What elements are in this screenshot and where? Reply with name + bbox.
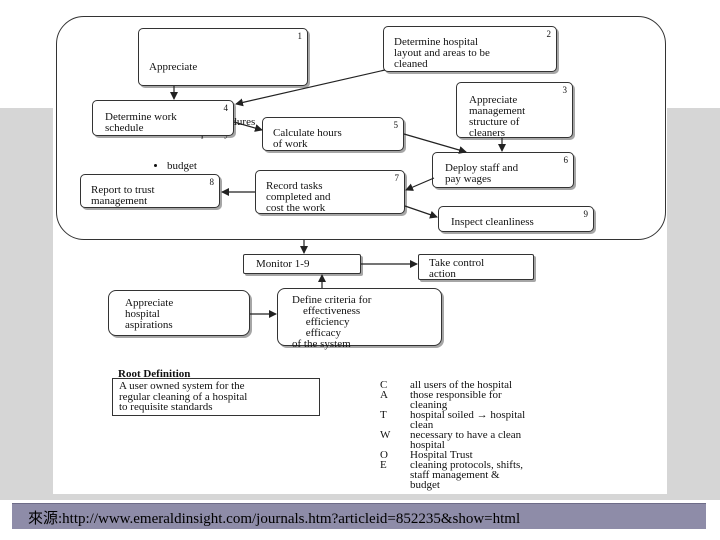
box-text: Appreciate management structure of clean… — [469, 94, 526, 139]
box-appreciate-aspirations: Appreciate hospital aspirations — [108, 290, 250, 336]
root-definition-title: Root Definition — [118, 368, 191, 380]
box-number: 1 — [297, 31, 303, 41]
catwoe-row: C all users of the hospital — [380, 379, 525, 391]
catwoe-row: O Hospital Trust — [380, 449, 525, 461]
arrow-5-to-6 — [403, 133, 467, 154]
box-number: 8 — [209, 177, 215, 187]
box-determine-layout: 2 Determine hospital layout and areas to… — [383, 26, 557, 72]
box-number: 7 — [394, 173, 400, 183]
box-calculate-hours: 5 Calculate hours of work — [262, 117, 404, 151]
catwoe-letter: W — [380, 429, 391, 441]
root-definition-box: A user owned system for the regular clea… — [112, 378, 320, 416]
catwoe-text: Hospital Trust — [410, 449, 473, 461]
catwoe-letter: E — [380, 459, 387, 471]
box-text: Determine hospital layout and areas to b… — [394, 36, 490, 70]
arrow-6-to-7 — [405, 177, 435, 191]
box-record-tasks: 7 Record tasks completed and cost the wo… — [255, 170, 405, 214]
box-number: 2 — [546, 29, 552, 39]
box-text: Record tasks completed and cost the work — [266, 180, 331, 214]
box-number: 6 — [563, 155, 569, 165]
box-define-criteria: Define criteria for effectiveness effici… — [277, 288, 442, 350]
box-number: 3 — [562, 85, 568, 95]
box-work-schedule: 4 Determine work schedule — [92, 100, 234, 136]
catwoe-row: T hospital soiled → hospital clean — [380, 409, 526, 431]
catwoe-letter: O — [380, 449, 388, 461]
box-inspect-cleanliness: 9 Inspect cleanliness — [438, 206, 594, 232]
catwoe-text: cleaning protocols, shifts, staff manage… — [410, 459, 524, 491]
box-title: Appreciate — [149, 61, 198, 73]
root-definition-text: A user owned system for the regular clea… — [119, 380, 248, 413]
catwoe-row: A those responsible for cleaning — [380, 389, 525, 411]
box-text: Determine work schedule — [105, 111, 177, 134]
arrow-7-to-9 — [404, 205, 438, 219]
box-number: 5 — [393, 120, 399, 130]
catwoe-letter: C — [380, 379, 388, 391]
arrow-2-to-4 — [235, 69, 386, 107]
box-report-trust: 8 Report to trust management — [80, 174, 220, 208]
box-text: Calculate hours of work — [273, 127, 342, 150]
box-text: Report to trust management — [91, 184, 155, 207]
source-caption-bar: 來源:http://www.emeraldinsight.com/journal… — [12, 503, 706, 529]
box-text: Take control action — [429, 257, 485, 280]
box-monitor: Monitor 1-9 — [243, 254, 361, 274]
box-number: 9 — [583, 209, 589, 219]
box-text: Define criteria for effectiveness effici… — [292, 294, 372, 350]
catwoe-text: hospital soiled → hospital clean — [410, 409, 526, 431]
catwoe-text: all users of the hospital — [410, 379, 513, 391]
bullet-item: budget — [167, 161, 255, 172]
catwoe-list: C all users of the hospital A those resp… — [380, 379, 526, 491]
box-text: Appreciate hospital aspirations — [125, 297, 174, 331]
catwoe-letter: A — [380, 389, 388, 401]
catwoe-row: E cleaning protocols, shifts, staff mana… — [380, 459, 525, 491]
catwoe-text: those responsible for cleaning — [410, 389, 502, 411]
source-caption: 來源:http://www.emeraldinsight.com/journal… — [28, 511, 521, 527]
catwoe-text: necessary to have a clean hospital — [410, 429, 522, 451]
box-number: 4 — [223, 103, 229, 113]
box-deploy-staff: 6 Deploy staff and pay wages — [432, 152, 574, 188]
box-appreciate-management: 3 Appreciate management structure of cle… — [456, 82, 573, 139]
box-text: Monitor 1-9 — [256, 258, 310, 270]
box-text: Deploy staff and pay wages — [445, 162, 519, 185]
box-take-control: Take control action — [418, 254, 534, 280]
catwoe-row: W necessary to have a clean hospital — [380, 429, 525, 451]
catwoe-letter: T — [380, 409, 387, 421]
arrow-4-to-5 — [233, 121, 263, 132]
system-boundary — [56, 16, 666, 240]
box-text: Inspect cleanliness — [451, 216, 534, 228]
